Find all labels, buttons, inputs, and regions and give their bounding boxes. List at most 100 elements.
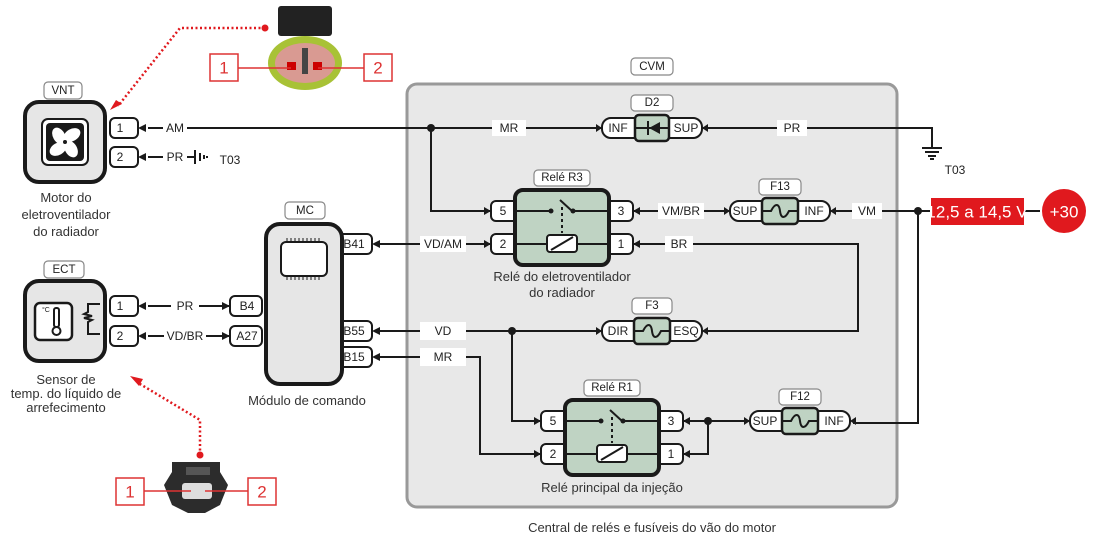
relay-switch-icon — [515, 199, 609, 253]
mc-pin-b55: B55 — [343, 324, 365, 338]
fan-icon — [41, 118, 89, 166]
battery-supply: 12,5 a 14,5 V +30 — [926, 189, 1086, 233]
f12-pin-sup: SUP — [753, 414, 778, 428]
resistor-icon — [81, 303, 100, 335]
r3-caption-2: do radiador — [529, 285, 595, 300]
wire-label-vmbr: VM/BR — [662, 204, 700, 218]
vnt-caption-2: eletroventilador — [22, 207, 112, 222]
f13-pin-inf: INF — [804, 204, 823, 218]
fuse-icon — [634, 324, 670, 338]
voltage-label: 12,5 a 14,5 V — [926, 203, 1028, 222]
junction-dot — [508, 327, 516, 335]
ground-label-t03: T03 — [220, 153, 241, 167]
wire-label-vd: VD — [435, 324, 452, 338]
r3-tag: Relé R3 — [541, 172, 583, 184]
f3-pin-dir: DIR — [608, 324, 629, 338]
ground-icon — [922, 147, 942, 160]
r3-pin-3: 3 — [618, 204, 625, 218]
connector-bottom-pin-1: 1 — [125, 483, 134, 502]
wire-label-pr: PR — [167, 150, 184, 164]
wire-label-vm: VM — [858, 204, 876, 218]
relay-switch-icon — [565, 409, 659, 463]
r1-pin-2: 2 — [550, 447, 557, 461]
vnt-caption-3: do radiador — [33, 224, 99, 239]
diode-icon — [635, 121, 669, 135]
d2-diode: D2 INF SUP — [596, 94, 708, 143]
cvm-tag — [630, 57, 674, 76]
f12-pin-inf: INF — [824, 414, 843, 428]
ect-tag: ECT — [53, 264, 76, 276]
mc-pin-b15: B15 — [343, 350, 365, 364]
cvm-caption: Central de relés e fusíveis do vão do mo… — [528, 520, 777, 535]
mc-tag: MC — [296, 205, 314, 217]
d2-pin-inf: INF — [608, 121, 627, 135]
celsius-label: °C — [42, 306, 50, 314]
wire-label-mr-top: MR — [500, 121, 519, 135]
terminal-badge — [1042, 189, 1086, 233]
ect-connector: 1 2 — [115, 376, 277, 513]
ect-caption-3: arrefecimento — [26, 400, 105, 415]
d2-pin-sup: SUP — [674, 121, 699, 135]
mc-caption: Módulo de comando — [248, 393, 366, 408]
junction-dot — [427, 124, 435, 132]
ground-icon — [194, 150, 208, 164]
r1-pin-5: 5 — [550, 414, 557, 428]
vnt-connector: 1 2 — [110, 6, 393, 110]
fuse-f13: F13 SUP INF — [724, 178, 836, 226]
thermometer-icon: °C — [33, 301, 74, 342]
r3-caption-1: Relé do eletroventilador — [493, 269, 631, 284]
f3-pin-esq: ESQ — [673, 324, 698, 338]
r1-tag: Relé R1 — [591, 382, 633, 394]
r3-pin-2: 2 — [500, 237, 507, 251]
vnt-pin-2: 2 — [117, 150, 124, 164]
cvm-tag-label: CVM — [639, 61, 665, 73]
connector-top-pin-1: 1 — [219, 59, 228, 78]
r1-caption: Relé principal da injeção — [541, 480, 683, 495]
wire-label-ect-pr: PR — [177, 299, 194, 313]
ect-caption-2: temp. do líquido de — [11, 386, 122, 401]
d2-tag: D2 — [645, 97, 660, 109]
relay-r3: Relé R3 5 2 3 1 Relé do eletroventilador… — [484, 169, 640, 300]
wire-label-vdam: VD/AM — [424, 237, 462, 251]
chip-icon — [280, 238, 328, 280]
r3-pin-5: 5 — [500, 204, 507, 218]
wire-label-am: AM — [166, 121, 184, 135]
f12-tag: F12 — [790, 391, 810, 403]
r3-pin-1: 1 — [618, 237, 625, 251]
mc-module: MC B4 A27 B41 B55 B15 Módulo de comando — [222, 201, 380, 408]
fuse-icon — [762, 204, 798, 218]
mc-pin-b41: B41 — [343, 237, 365, 251]
wire-label-pr-top: PR — [784, 121, 801, 135]
ect-sensor: ECT 1 2 °C Sensor de temp. do líquido de… — [11, 260, 146, 415]
vnt-pin-1: 1 — [117, 121, 124, 135]
ect-pin-2: 2 — [117, 329, 124, 343]
ect-pin-1: 1 — [117, 299, 124, 313]
vnt-caption-1: Motor do — [40, 190, 91, 205]
mc-pin-a27: A27 — [236, 329, 258, 343]
mc-pin-b4: B4 — [240, 299, 255, 313]
junction-dot — [704, 417, 712, 425]
ground-label-t03-top: T03 — [945, 163, 966, 177]
voltage-badge — [931, 198, 1024, 225]
wire-labels: AM PR T03 MR PR T03 VM/BR VM VD/AM BR PR… — [163, 120, 966, 366]
f13-pin-sup: SUP — [733, 204, 758, 218]
r1-pin-1: 1 — [668, 447, 675, 461]
vnt-motor: VNT 1 2 Motor do eletroventilador do rad… — [22, 81, 146, 239]
ect-caption-1: Sensor de — [36, 372, 95, 387]
terminal-label: +30 — [1050, 203, 1079, 222]
f3-tag: F3 — [645, 300, 658, 312]
connector-top-pin-2: 2 — [373, 59, 382, 78]
fuse-f12: F12 SUP INF — [744, 388, 856, 436]
f13-tag: F13 — [770, 181, 790, 193]
fuse-f3: F3 DIR ESQ — [596, 297, 708, 346]
wire-label-br: BR — [671, 237, 688, 251]
junction-dot — [914, 207, 922, 215]
connector-bottom-pin-2: 2 — [257, 483, 266, 502]
relay-r1: Relé R1 5 2 3 1 Relé principal da injeçã… — [534, 379, 690, 495]
wire-label-ect-vdbr: VD/BR — [167, 329, 204, 343]
vnt-tag: VNT — [52, 85, 75, 97]
wire-label-mr-low: MR — [434, 350, 453, 364]
connector-photo-top — [278, 6, 332, 36]
r1-pin-3: 3 — [668, 414, 675, 428]
